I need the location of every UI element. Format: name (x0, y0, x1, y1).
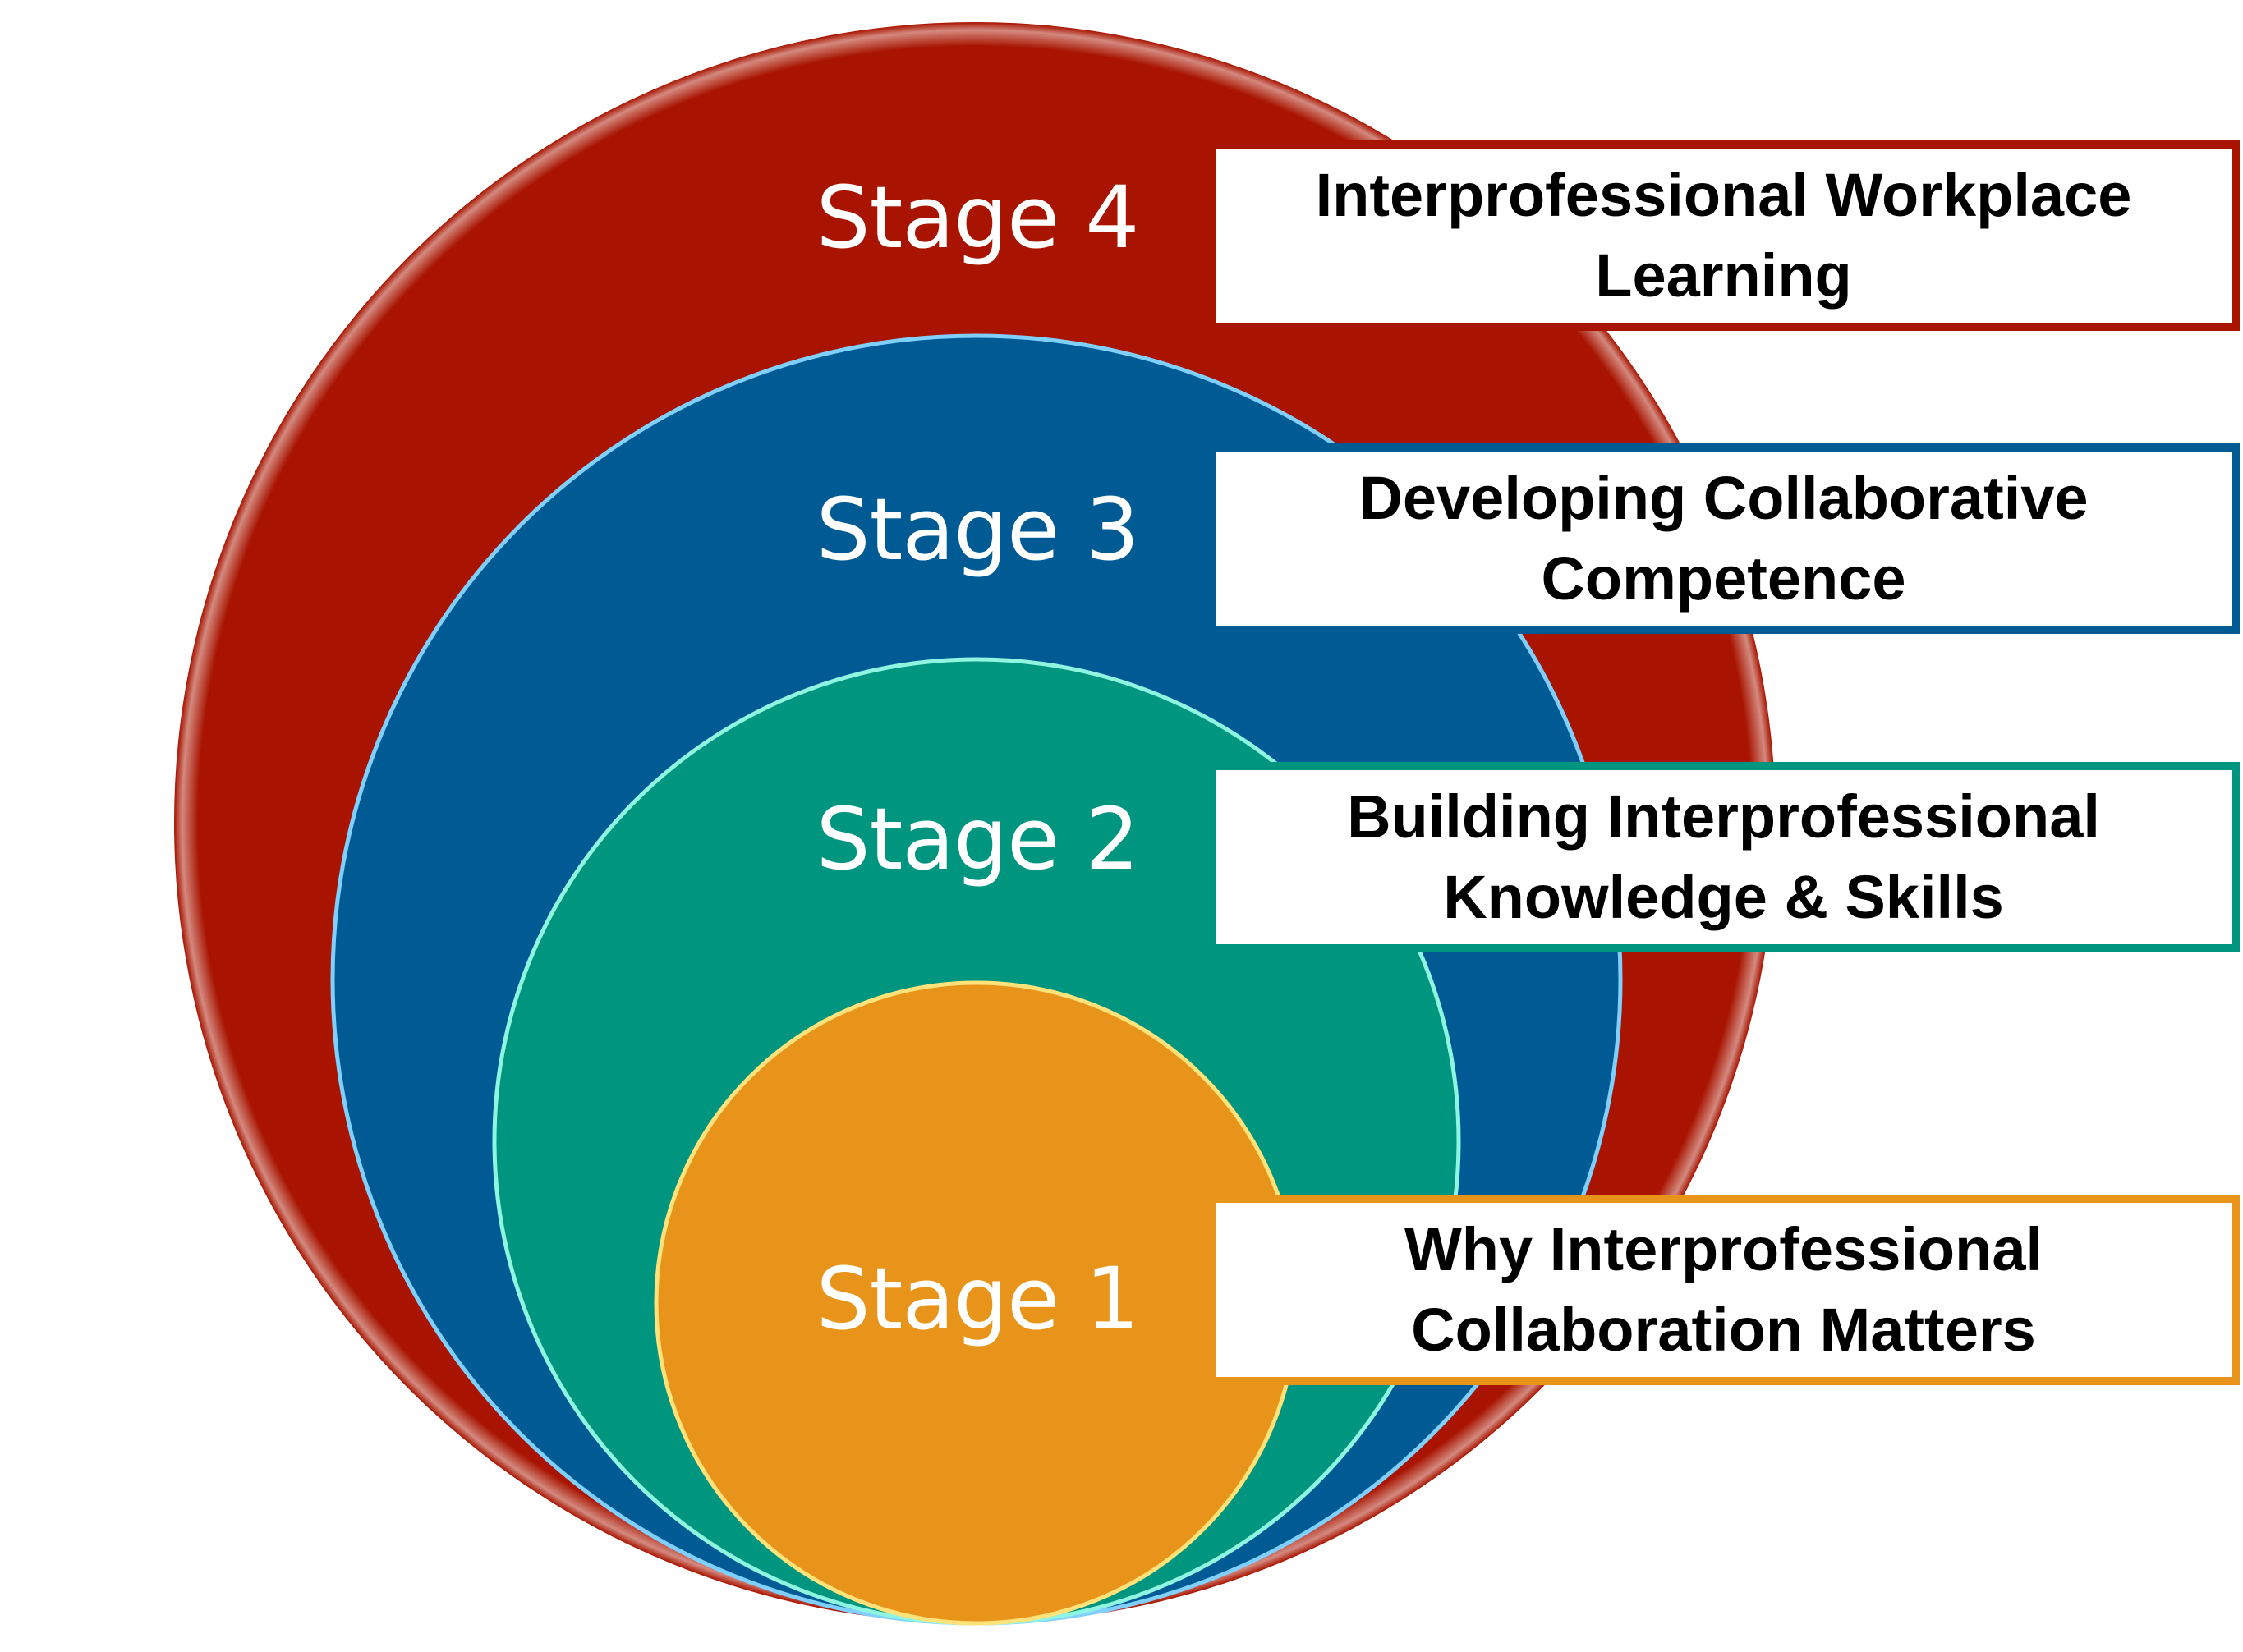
stage-1-description-box: Why Interprofessional Collaboration Matt… (1207, 1195, 2240, 1385)
stage-2-description: Building Interprofessional Knowledge & S… (1347, 782, 2100, 931)
stage-3-label: Stage 3 (816, 480, 1140, 580)
stage-2-label: Stage 2 (816, 789, 1140, 889)
stage-1-description: Why Interprofessional Collaboration Matt… (1404, 1215, 2043, 1364)
stage-3-description: Developing Collaborative Competence (1358, 464, 2089, 613)
stage-4-description-box: Interprofessional Workplace Learning (1207, 140, 2240, 331)
stage-4-description: Interprofessional Workplace Learning (1315, 161, 2132, 310)
stage-1-label: Stage 1 (816, 1249, 1140, 1349)
stage-3-description-box: Developing Collaborative Competence (1207, 443, 2240, 634)
stage-2-description-box: Building Interprofessional Knowledge & S… (1207, 762, 2240, 952)
stage-4-label: Stage 4 (816, 167, 1140, 268)
